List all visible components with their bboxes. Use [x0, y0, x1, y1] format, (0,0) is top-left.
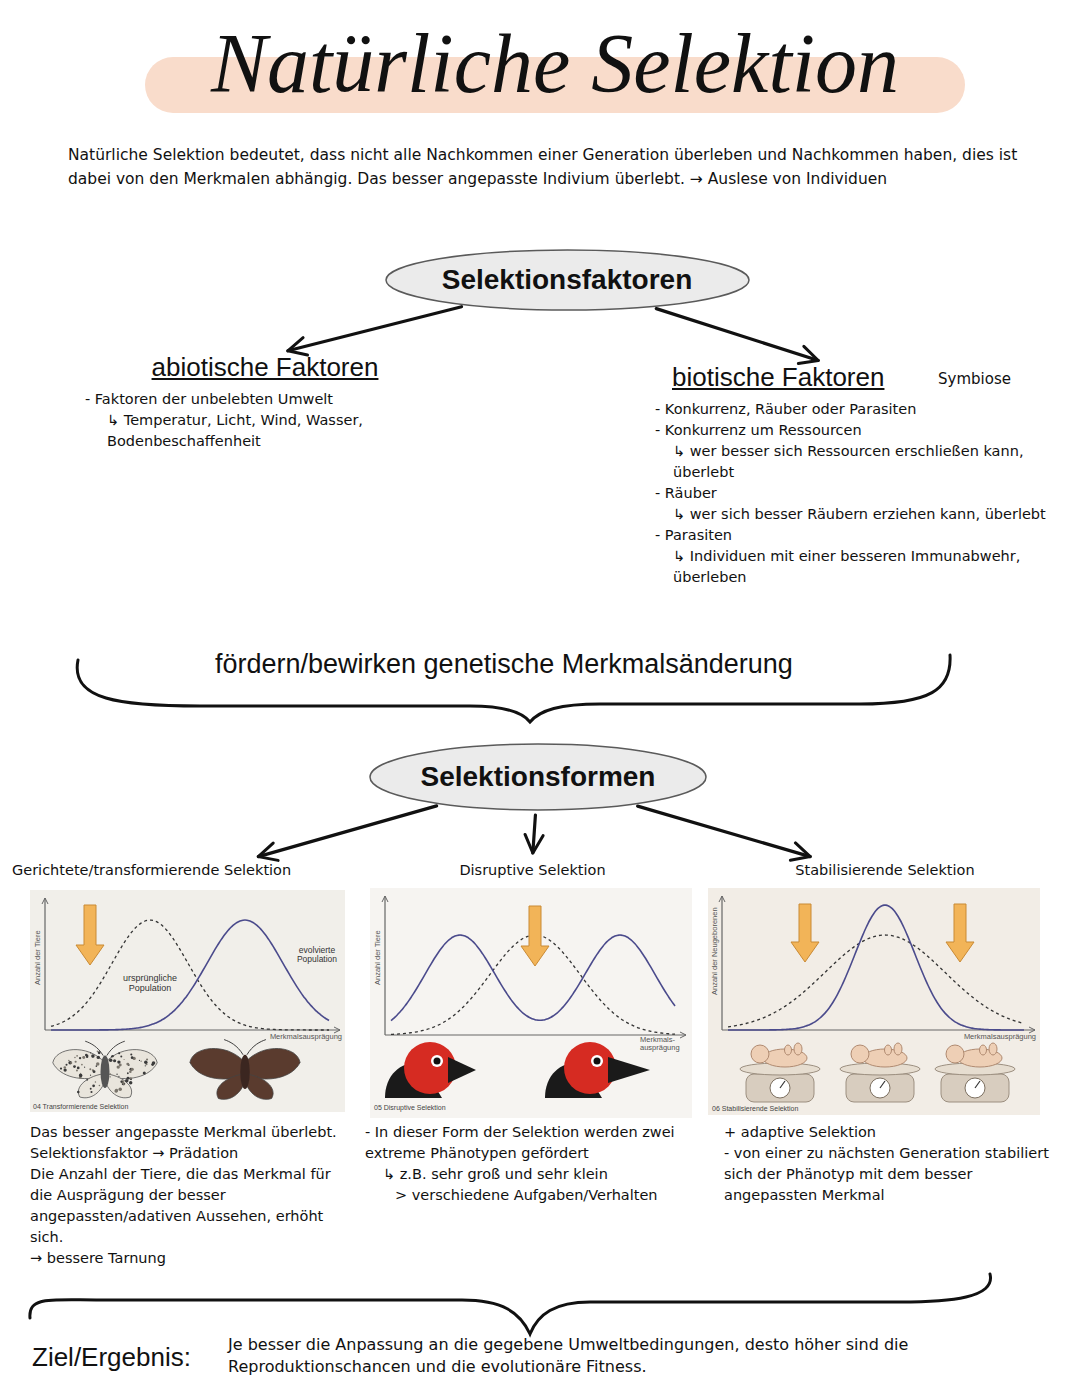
distribution-chart [382, 896, 686, 1038]
node-text: - Räuber [655, 483, 1075, 504]
baby-on-scale [935, 1043, 1015, 1102]
node-text: ↳ wer sich besser Räubern erziehen kann,… [655, 504, 1075, 525]
axis-line [44, 898, 45, 1030]
connector-arrow [533, 815, 536, 853]
description: + adaptive Selektion- von einer zu nächs… [724, 1122, 1060, 1206]
node-text: ↳ Temperatur, Licht, Wind, Wasser, Boden… [85, 410, 445, 452]
axis-line [384, 896, 385, 1035]
curve-label: ursprüngliche Population [118, 974, 182, 994]
axis-arrow [719, 896, 725, 902]
node-text: ↳ wer besser sich Ressourcen erschließen… [655, 441, 1075, 483]
node-heading: biotische Faktoren [655, 362, 1075, 393]
axis-arrow [680, 1032, 686, 1038]
chart-panel [708, 888, 1040, 1115]
finch-head [385, 1042, 476, 1098]
conclusion-text: Je besser die Anpassung an die gegebene … [228, 1334, 1028, 1379]
chart-panel [30, 890, 345, 1112]
curve-label: evolvierte Population [291, 946, 343, 965]
node-heading: Selektionsformen [421, 760, 656, 794]
node-text: Das besser angepasste Merkmal überlebt. [30, 1122, 357, 1143]
node-text: Symbiose [938, 370, 1011, 388]
selection-arrow [76, 905, 104, 965]
distribution-chart [42, 898, 340, 1033]
axis-label: Merkmalsausprägung [952, 1032, 1036, 1041]
dark-moth [190, 1040, 300, 1100]
axis-arrow [42, 898, 48, 904]
baby-on-scale [740, 1043, 820, 1102]
conclusion-heading: Ziel/Ergebnis: [32, 1342, 191, 1373]
figure-caption: 04 Transformierende Selektion [33, 1103, 128, 1111]
connector-arrow [258, 806, 436, 857]
node-text: + adaptive Selektion [724, 1122, 1060, 1143]
distribution-chart [719, 896, 1035, 1033]
ellipse-shape [370, 744, 706, 810]
selection-form: Stabilisierende Selektion + adaptive Sele… [710, 858, 1060, 1206]
evolved-curve [728, 905, 1024, 1030]
axis-label: Merkmalsausprägung [258, 1032, 342, 1041]
ellipse-node: Selektionsformen [369, 743, 707, 811]
connector-arrow [638, 806, 811, 856]
original-curve [728, 935, 1024, 1027]
connector-arrow [288, 307, 462, 351]
axis-arrow [382, 896, 388, 902]
chart-figures [42, 896, 1035, 1102]
axis-label: Anzahl der Neugeborenen [710, 907, 719, 995]
selection-form: Gerichtete/transformierende SelektionDas… [12, 858, 357, 1269]
brace-label: fördern/bewirken genetische Merkmalsände… [215, 648, 793, 680]
node-text: Selektionsfaktor → Prädation [30, 1143, 357, 1164]
selection-form: Disruptive Selektion - In dieser Form der… [365, 858, 700, 1206]
node-text: ↳ z.B. sehr groß und sehr klein [365, 1164, 700, 1185]
connector-arrow [656, 309, 818, 361]
node-text: ↳ Individuen mit einer besseren Immunabw… [655, 546, 1075, 588]
description: Das besser angepasste Merkmal überlebt.S… [30, 1122, 357, 1269]
node-heading: Selektionsfaktoren [442, 263, 693, 297]
ellipse-shape [386, 250, 749, 310]
factor-group: abiotische Faktoren - Faktoren der unbele… [85, 352, 445, 452]
node-text: > verschiedene Aufgaben/Verhalten [365, 1185, 700, 1206]
factor-group: biotische FaktorenSymbiose - Konkurrenz, … [655, 362, 1075, 588]
axis-line [721, 896, 722, 1030]
node-heading: abiotische Faktoren [85, 352, 445, 383]
light-moth [53, 1041, 157, 1098]
node-text: → bessere Tarnung [30, 1248, 357, 1269]
selection-arrow [946, 904, 974, 962]
node-text: - von einer zu nächsten Generation stabi… [724, 1143, 1060, 1206]
node-text: - In dieser Form der Selektion werden zw… [365, 1122, 700, 1164]
node-text: - Parasiten [655, 525, 1075, 546]
page-title: Natürliche Selektion [120, 18, 990, 110]
node-heading: Gerichtete/transformierende Selektion [12, 858, 357, 879]
chart-panel [370, 888, 692, 1118]
selection-arrow [521, 906, 549, 966]
intro-text: Natürliche Selektion bedeutet, dass nich… [68, 143, 1043, 191]
node-text: - Konkurrenz, Räuber oder Parasiten [655, 399, 1075, 420]
node-heading: Disruptive Selektion [365, 858, 700, 879]
node-text: Die Anzahl der Tiere, die das Merkmal fü… [30, 1164, 357, 1248]
finch-head [545, 1042, 650, 1098]
baby-on-scale [840, 1043, 920, 1102]
node-heading: Stabilisierende Selektion [710, 858, 1060, 879]
node-text: - Konkurrenz um Ressourcen [655, 420, 1075, 441]
curly-brace [30, 1274, 991, 1334]
axis-label: Merkmals- ausprägung [640, 1036, 688, 1053]
figure-caption: 05 Disruptive Selektion [374, 1104, 446, 1112]
node-text: - Faktoren der unbelebten Umwelt [85, 389, 445, 410]
axis-label: Anzahl der Tiere [373, 930, 382, 985]
axis-label: Anzahl der Tiere [33, 930, 42, 985]
figure-caption: 06 Stabilisierende Selektion [712, 1105, 798, 1113]
selection-arrow [791, 904, 819, 962]
description: - In dieser Form der Selektion werden zw… [365, 1122, 700, 1206]
ellipse-node: Selektionsfaktoren [385, 249, 750, 311]
